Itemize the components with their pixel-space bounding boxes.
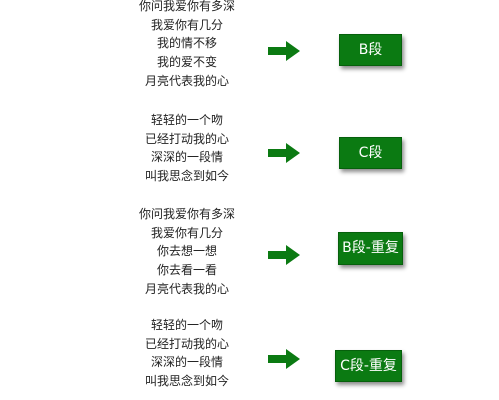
lyric-line: 你去想一想 <box>156 244 217 259</box>
arrow-right-icon <box>268 349 300 369</box>
lyric-line: 深深的一段情 <box>150 355 223 370</box>
lyric-line: 月亮代表我的心 <box>144 73 229 88</box>
arrow-right-icon <box>268 41 300 61</box>
lyric-line: 已经打动我的心 <box>144 336 229 351</box>
lyric-line: 轻轻的一个吻 <box>150 113 223 127</box>
section-box-b: B段 <box>339 34 402 66</box>
lyric-line: 你问我爱你有多深 <box>138 207 235 221</box>
lyric-line: 我的爱不变 <box>156 55 217 70</box>
section-box-b-repeat: B段-重复 <box>338 232 403 265</box>
lyric-line: 叫我思念到如今 <box>144 169 229 184</box>
lyric-line: 月亮代表我的心 <box>144 281 229 296</box>
lyrics-block-b: 你问我爱你有多深 我爱你有几分 我的情不移 我的爱不变 月亮代表我的心 <box>124 0 250 91</box>
lyrics-block-c-repeat: 轻轻的一个吻 已经打动我的心 深深的一段情 叫我思念到如今 <box>124 316 250 391</box>
lyrics-block-b-repeat: 你问我爱你有多深 我爱你有几分 你去想一想 你去看一看 月亮代表我的心 <box>124 205 250 299</box>
lyric-line: 深深的一段情 <box>150 150 223 165</box>
lyric-line: 我的情不移 <box>156 36 217 51</box>
lyric-line: 我爱你有几分 <box>150 17 223 32</box>
section-box-c-repeat: C段-重复 <box>335 350 402 382</box>
lyric-line: 叫我思念到如今 <box>144 374 229 389</box>
section-box-c: C段 <box>339 137 402 169</box>
arrow-right-icon <box>268 143 300 163</box>
arrow-right-icon <box>268 245 300 265</box>
lyric-line: 轻轻的一个吻 <box>150 318 223 332</box>
lyric-line: 你去看一看 <box>156 263 217 278</box>
lyric-line: 你问我爱你有多深 <box>138 0 235 13</box>
lyric-line: 已经打动我的心 <box>144 131 229 146</box>
lyric-line: 我爱你有几分 <box>150 225 223 240</box>
lyrics-block-c: 轻轻的一个吻 已经打动我的心 深深的一段情 叫我思念到如今 <box>124 111 250 186</box>
